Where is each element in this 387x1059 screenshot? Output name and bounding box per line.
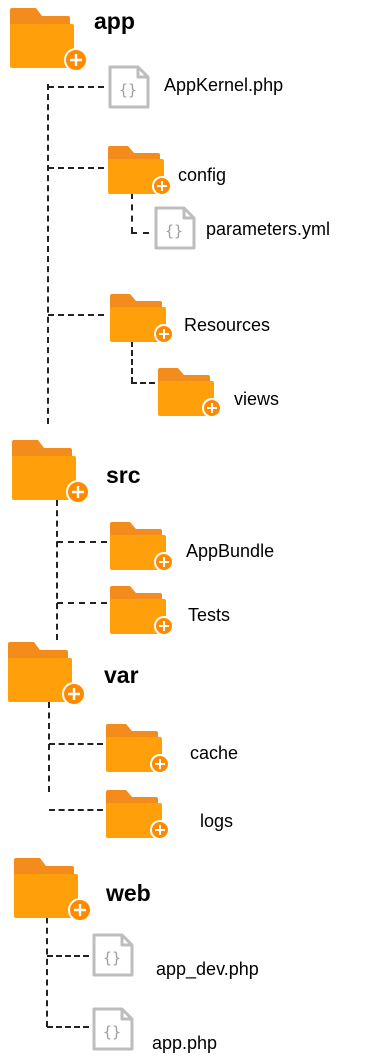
file-code-icon: {} bbox=[108, 65, 150, 109]
connector-line bbox=[48, 86, 104, 88]
connector-line bbox=[46, 907, 48, 1027]
folder-label-tests: Tests bbox=[188, 605, 231, 625]
folder-label-views: views bbox=[234, 389, 280, 409]
connector-line bbox=[57, 602, 107, 604]
svg-text:{}: {} bbox=[103, 1023, 121, 1041]
folder-label-logs: logs bbox=[200, 811, 234, 831]
file-code-icon: {} bbox=[154, 206, 196, 250]
folder-label-src: src bbox=[106, 462, 141, 488]
folder-icon bbox=[8, 642, 86, 704]
connector-line bbox=[47, 1026, 89, 1028]
file-label-appkernel: AppKernel.php bbox=[164, 75, 284, 95]
connector-line bbox=[57, 541, 107, 543]
connector-line bbox=[131, 232, 149, 234]
folder-label-web: web bbox=[106, 880, 151, 906]
folder-icon bbox=[110, 294, 174, 344]
connector-line bbox=[56, 500, 58, 640]
folder-label-config: config bbox=[178, 165, 227, 185]
connector-line bbox=[131, 193, 133, 233]
connector-line bbox=[48, 702, 50, 792]
folder-label-var: var bbox=[104, 662, 139, 688]
connector-line bbox=[49, 809, 103, 811]
folder-icon bbox=[14, 858, 92, 920]
connector-line bbox=[131, 382, 155, 384]
folder-icon bbox=[106, 790, 170, 840]
file-code-icon: {} bbox=[92, 933, 134, 977]
svg-text:{}: {} bbox=[103, 949, 121, 967]
folder-icon bbox=[108, 146, 172, 196]
folder-icon bbox=[10, 8, 88, 70]
folder-icon bbox=[110, 586, 174, 636]
file-label-parameters: parameters.yml bbox=[206, 219, 331, 239]
svg-text:{}: {} bbox=[119, 81, 137, 99]
svg-text:{}: {} bbox=[165, 222, 183, 240]
connector-line bbox=[47, 955, 89, 957]
connector-line bbox=[47, 84, 49, 424]
file-label-app-php: app.php bbox=[152, 1033, 218, 1053]
connector-line bbox=[48, 167, 104, 169]
folder-label-app: app bbox=[94, 8, 135, 34]
connector-line bbox=[48, 314, 104, 316]
folder-label-cache: cache bbox=[190, 743, 239, 763]
connector-line bbox=[49, 743, 103, 745]
folder-label-appbundle: AppBundle bbox=[186, 541, 275, 561]
folder-icon bbox=[110, 522, 174, 572]
folder-label-resources: Resources bbox=[184, 315, 271, 335]
file-label-app-dev: app_dev.php bbox=[156, 959, 259, 979]
folder-icon bbox=[106, 724, 170, 774]
folder-icon bbox=[12, 440, 90, 502]
connector-line bbox=[131, 341, 133, 383]
file-code-icon: {} bbox=[92, 1007, 134, 1051]
folder-icon bbox=[158, 368, 222, 418]
